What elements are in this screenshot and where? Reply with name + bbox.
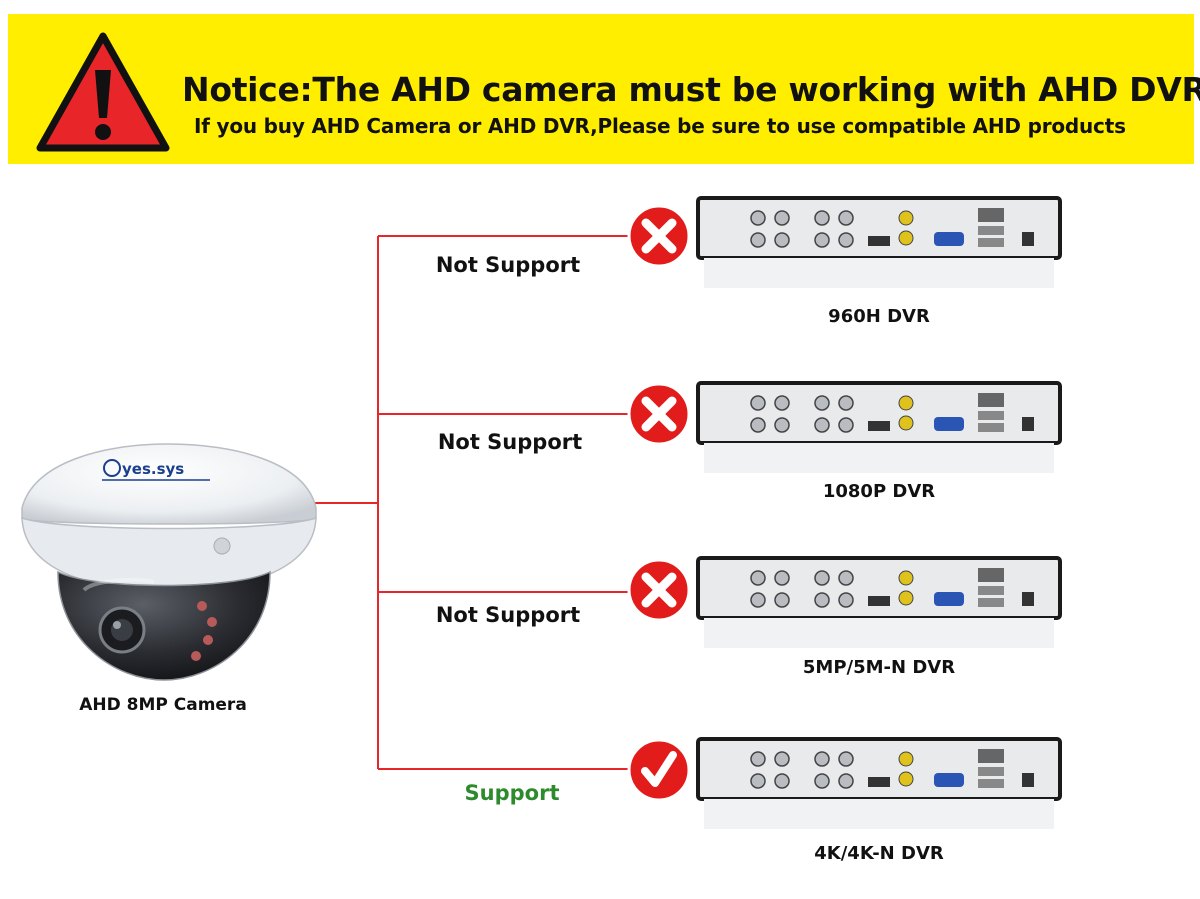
x-mark-icon (627, 558, 691, 622)
dome-camera-image: yes.sys (21, 443, 317, 681)
dvr-label-3: 5MP/5M-N DVR (802, 657, 956, 678)
support-status-4: Support (464, 781, 560, 805)
dvr-image-4 (696, 737, 1062, 829)
camera-label: AHD 8MP Camera (79, 695, 247, 715)
dvr-image-1 (696, 196, 1062, 288)
warning-triangle-icon (36, 32, 170, 152)
x-mark-icon (627, 382, 691, 446)
dvr-image-3 (696, 556, 1062, 648)
notice-title: Notice:The AHD camera must be working wi… (182, 70, 1200, 109)
dvr-label-2: 1080P DVR (822, 481, 936, 502)
dvr-image-2 (696, 381, 1062, 473)
brand-text: yes.sys (122, 460, 184, 478)
brand-logo: yes.sys (102, 459, 210, 481)
dvr-label-4: 4K/4K-N DVR (814, 843, 944, 864)
support-status-1: Not Support (435, 253, 581, 277)
support-status-2: Not Support (437, 430, 583, 454)
support-status-3: Not Support (435, 603, 581, 627)
notice-banner: Notice:The AHD camera must be working wi… (8, 14, 1200, 164)
notice-subtitle: If you buy AHD Camera or AHD DVR,Please … (194, 114, 1126, 138)
dvr-label-1: 960H DVR (828, 306, 930, 327)
x-mark-icon (627, 204, 691, 268)
check-mark-icon (627, 738, 691, 802)
